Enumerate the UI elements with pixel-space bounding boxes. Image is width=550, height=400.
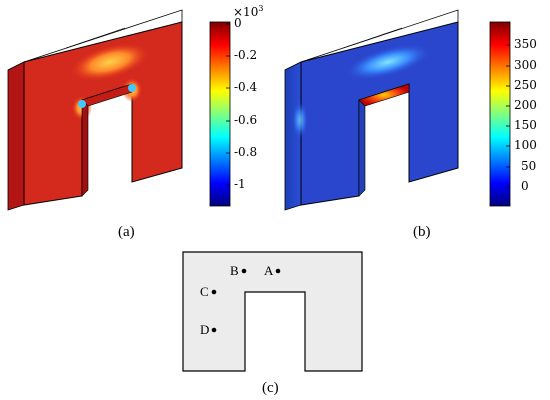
point-label-c: C (200, 284, 209, 299)
panel-a-model (7, 9, 183, 211)
colorbar-b-tick: 250 (514, 78, 537, 92)
colorbar-a-tick: -0.8 (234, 145, 258, 159)
colorbar-a-tick: -0.6 (234, 113, 258, 127)
colorbar-a-tick: -0.4 (234, 80, 258, 94)
colorbar-b-tick: 350 (514, 37, 537, 51)
colorbar-a-multiplier: ×103 (233, 4, 264, 19)
colorbar-b-tick: 0 (521, 179, 529, 193)
panel-c-outline (182, 251, 363, 372)
colorbar-b-tick: 300 (514, 58, 537, 72)
panel-c-points (211, 268, 281, 333)
colorbar-a-tick: 0 (234, 16, 242, 30)
point-label-d: D (200, 322, 210, 337)
colorbar-b-tick: 50 (521, 159, 537, 173)
caption-a: (a) (118, 224, 135, 240)
panel-b-model (284, 9, 459, 211)
point-label-a: A (264, 263, 274, 278)
colorbar-a-tick: -0.2 (234, 48, 258, 62)
colorbar-b-tick: 150 (514, 118, 537, 132)
caption-c: (c) (262, 380, 279, 396)
colorbar-a-tick: -1 (234, 177, 246, 191)
caption-b: (b) (413, 224, 431, 240)
colorbar-a (209, 21, 231, 207)
colorbar-b (489, 21, 511, 207)
point-label-b: B (230, 263, 239, 278)
colorbar-b-tick: 200 (514, 98, 537, 112)
colorbar-b-tick: 100 (514, 138, 537, 152)
